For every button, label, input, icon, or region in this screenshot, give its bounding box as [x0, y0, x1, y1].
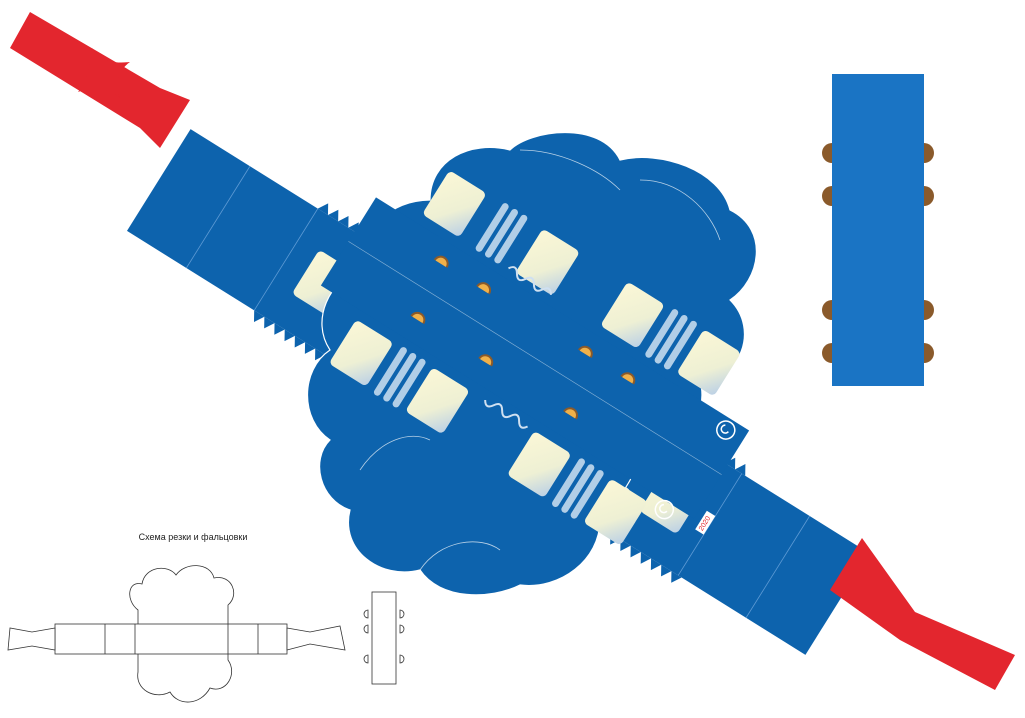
scheme-title: Схема резки и фальцовки: [138, 532, 248, 542]
center-band: [320, 170, 750, 546]
lower-wrapper-end: [830, 538, 1015, 690]
cut-fold-scheme: [7, 565, 405, 703]
side-panel: [822, 74, 934, 386]
bow-icon: [78, 48, 130, 98]
upper-wrapper-end: [10, 12, 190, 148]
swirl-logo-icon: [654, 420, 736, 520]
swirl-trim: [484, 266, 552, 429]
